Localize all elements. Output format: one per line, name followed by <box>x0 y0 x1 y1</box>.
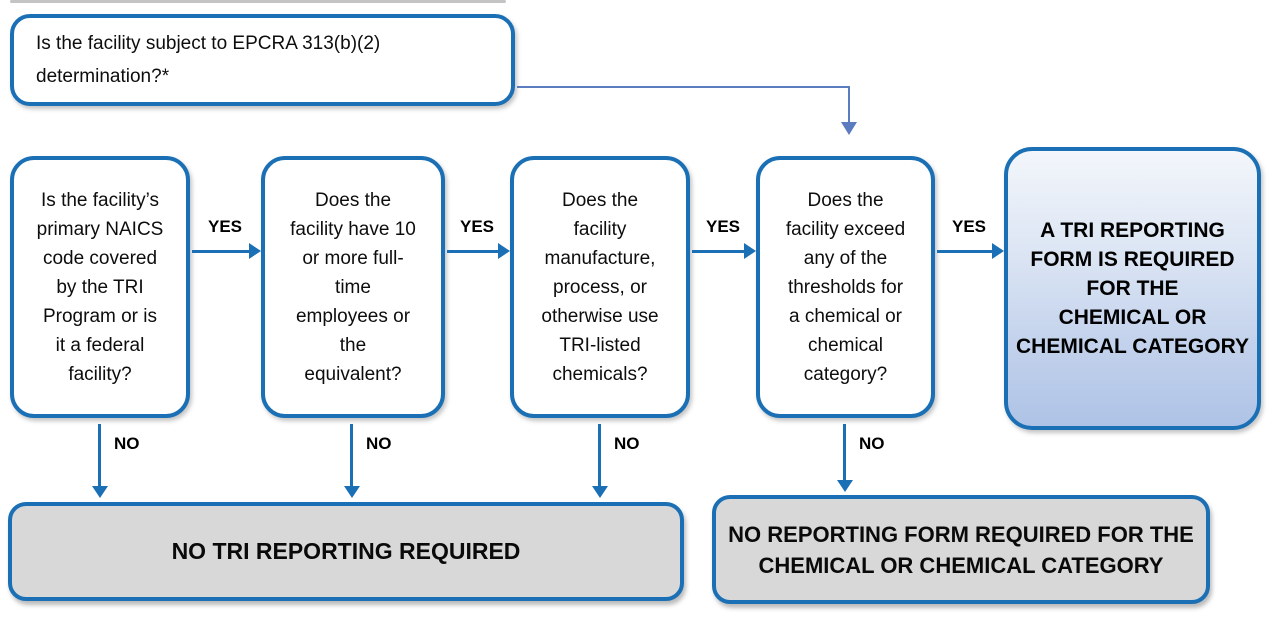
outcome-box-no-form-required-text: NO REPORTING FORM REQUIRED FOR THE CHEMI… <box>728 521 1194 578</box>
question-box-employees-text: Does the facility have 10 or more full- … <box>290 189 416 385</box>
no-label-2: NO <box>366 434 392 453</box>
question-box-employees: Does the facility have 10 or more full- … <box>261 156 445 418</box>
arrowhead-down-icon <box>592 486 608 498</box>
no-label-3: NO <box>614 434 640 453</box>
arrowhead-down-icon <box>92 486 108 498</box>
yes-label-4: YES <box>951 217 987 236</box>
no-arrow-2-line <box>350 424 353 486</box>
outcome-box-no-tri-reporting-text: NO TRI REPORTING REQUIRED <box>171 538 521 564</box>
question-box-naics: Is the facility’s primary NAICS code cov… <box>10 156 190 418</box>
arrowhead-down-icon <box>841 122 857 135</box>
arrowhead-right-icon <box>249 243 261 259</box>
arrowhead-down-icon <box>344 486 360 498</box>
yes-label-1: YES <box>207 217 243 236</box>
outcome-box-tri-required-text: A TRI REPORTING FORM IS REQUIRED FOR THE… <box>1016 219 1249 358</box>
question-box-chemicals-text: Does the facility manufacture, process, … <box>541 189 659 385</box>
arrowhead-right-icon <box>992 243 1004 259</box>
no-arrow-1-line <box>98 424 101 486</box>
yes-arrow-1-line <box>192 250 249 253</box>
question-box-naics-text: Is the facility’s primary NAICS code cov… <box>36 189 164 385</box>
outcome-box-tri-required: A TRI REPORTING FORM IS REQUIRED FOR THE… <box>1004 147 1261 430</box>
no-arrow-4-line <box>843 424 846 480</box>
arrowhead-right-icon <box>744 243 756 259</box>
yes-arrow-4-line <box>937 250 992 253</box>
question-box-epcra: Is the facility subject to EPCRA 313(b)(… <box>10 14 515 106</box>
cropped-shape-edge <box>10 0 506 3</box>
yes-arrow-3-line <box>692 250 744 253</box>
epcra-connector-horizontal-line <box>517 86 849 88</box>
outcome-box-no-form-required: NO REPORTING FORM REQUIRED FOR THE CHEMI… <box>712 495 1210 604</box>
no-label-4: NO <box>859 434 885 453</box>
yes-arrow-2-line <box>447 250 498 253</box>
no-label-1: NO <box>114 434 140 453</box>
epcra-connector-vertical-line <box>848 86 850 123</box>
question-box-thresholds-text: Does the facility exceed any of the thre… <box>785 189 906 385</box>
question-box-epcra-text: Is the facility subject to EPCRA 313(b)(… <box>36 33 381 87</box>
no-arrow-3-line <box>598 424 601 486</box>
arrowhead-down-icon <box>837 480 853 492</box>
yes-label-2: YES <box>459 217 495 236</box>
arrowhead-right-icon <box>498 243 510 259</box>
yes-label-3: YES <box>705 217 741 236</box>
question-box-chemicals: Does the facility manufacture, process, … <box>510 156 690 418</box>
question-box-thresholds: Does the facility exceed any of the thre… <box>756 156 935 418</box>
outcome-box-no-tri-reporting: NO TRI REPORTING REQUIRED <box>8 502 684 601</box>
